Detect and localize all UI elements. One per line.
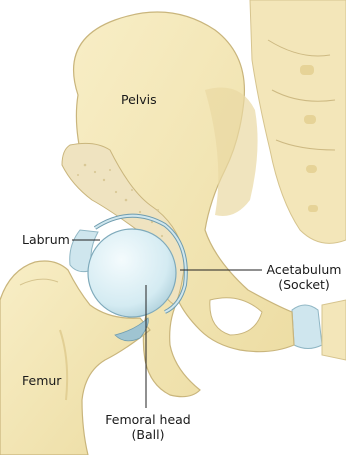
acetabulum-label-line1: Acetabulum <box>264 262 344 277</box>
femur-label: Femur <box>22 373 61 388</box>
acetabulum-label-line2: (Socket) <box>264 277 344 292</box>
sacrum-shape <box>250 0 346 243</box>
femoral-head-shape <box>88 229 176 317</box>
pubic-symphysis <box>292 300 346 360</box>
femoral-head-label: Femoral head (Ball) <box>100 412 196 442</box>
femoral-head-label-line2: (Ball) <box>100 427 196 442</box>
femoral-head-label-line1: Femoral head <box>100 412 196 427</box>
pelvis-label: Pelvis <box>121 92 157 107</box>
acetabulum-label: Acetabulum (Socket) <box>264 262 344 292</box>
labrum-label: Labrum <box>22 232 70 247</box>
